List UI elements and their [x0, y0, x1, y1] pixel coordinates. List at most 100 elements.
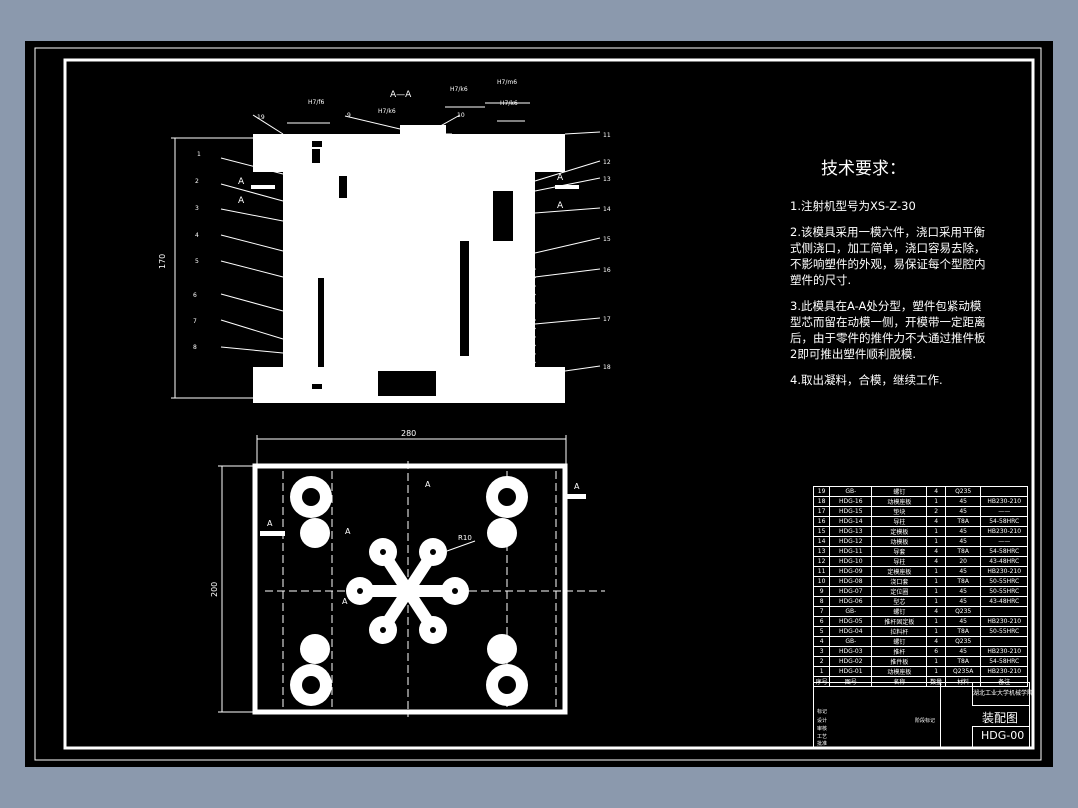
height-dimension-label: 170: [158, 254, 167, 269]
svg-text:4: 4: [195, 232, 199, 239]
plan-height-dimension-label: 200: [210, 582, 219, 597]
bom-cell: 螺钉: [871, 486, 928, 497]
bom-cell: 型芯: [871, 596, 928, 607]
bom-cell: [980, 606, 1028, 617]
bom-cell: 动模座板: [871, 666, 928, 677]
bom-cell: 4: [926, 556, 946, 567]
section-mark: A: [238, 177, 245, 187]
bom-cell: 50-55HRC: [980, 626, 1028, 637]
bom-cell: T8A: [944, 656, 982, 667]
bom-cell: Q235A: [944, 666, 982, 677]
bom-cell: T8A: [944, 576, 982, 587]
svg-text:A: A: [342, 597, 348, 606]
bom-cell: HDG-02: [829, 656, 873, 667]
bom-cell: 导柱: [871, 516, 928, 527]
svg-text:2: 2: [195, 178, 199, 185]
bom-cell: 6: [926, 646, 946, 657]
bom-cell: HDG-16: [829, 496, 873, 507]
requirement-item: 4.取出凝料，合模，继续工作.: [790, 373, 943, 387]
bom-cell: 1: [926, 666, 946, 677]
svg-text:6: 6: [193, 292, 197, 299]
bom-cell: 4: [812, 636, 831, 647]
svg-text:9: 9: [347, 112, 351, 119]
bom-cell: 推杆: [871, 646, 928, 657]
bom-cell: 13: [812, 546, 831, 557]
bom-cell: 11: [812, 566, 831, 577]
svg-text:1: 1: [197, 151, 201, 158]
bom-cell: 6: [812, 616, 831, 627]
bom-cell: HDG-04: [829, 626, 873, 637]
bom-cell: 8: [812, 596, 831, 607]
bom-cell: 14: [812, 536, 831, 547]
bom-cell: 浇口套: [871, 576, 928, 587]
section-mark: A: [557, 173, 564, 183]
bom-cell: 45: [944, 536, 982, 547]
school-name: 湖北工业大学机械学院: [973, 690, 1034, 697]
bom-cell: HB230-210: [980, 646, 1028, 657]
bom-cell: 20: [944, 556, 982, 567]
bom-cell: 定位圈: [871, 586, 928, 597]
svg-text:5: 5: [195, 258, 199, 265]
svg-text:17: 17: [603, 316, 611, 323]
bom-cell: HDG-11: [829, 546, 873, 557]
bom-cell: 拉料杆: [871, 626, 928, 637]
bom-cell: 1: [926, 626, 946, 637]
svg-text:A: A: [345, 527, 351, 536]
bom-cell: HB230-210: [980, 526, 1028, 537]
cad-drawing-canvas[interactable]: 170 A—A H7/f6 H7/k6 H7/k6 H7/m6 H7/k6 A …: [25, 41, 1053, 767]
requirements-title: 技术要求：: [821, 159, 906, 179]
bom-cell: 17: [812, 506, 831, 517]
drawing-svg: 170 A—A H7/f6 H7/k6 H7/k6 H7/m6 H7/k6 A …: [34, 47, 1042, 761]
bom-cell: HDG-08: [829, 576, 873, 587]
requirement-item: 2.该模具采用一模六件，浇口采用平衡式侧浇口，加工简单，浇口容易去除，不影响塑件…: [790, 225, 986, 287]
bom-cell: ——: [980, 536, 1028, 547]
bom-cell: 螺钉: [871, 606, 928, 617]
bom-cell: 45: [944, 616, 982, 627]
bom-cell: 10: [812, 576, 831, 587]
fit-label: H7/f6: [308, 99, 324, 106]
bom-cell: 2: [926, 506, 946, 517]
svg-text:11: 11: [603, 132, 611, 139]
bom-cell: 7: [812, 606, 831, 617]
bom-cell: 50-55HRC: [980, 576, 1028, 587]
bom-cell: T8A: [944, 516, 982, 527]
bom-cell: 1: [926, 616, 946, 627]
width-dimension-label: 280: [401, 429, 416, 438]
bom-cell: 15: [812, 526, 831, 537]
bom-cell: HDG-01: [829, 666, 873, 677]
svg-text:16: 16: [603, 267, 611, 274]
section-mark: A: [238, 196, 245, 206]
bom-cell: HDG-09: [829, 566, 873, 577]
section-mark: A: [557, 201, 564, 211]
svg-text:A: A: [425, 480, 431, 489]
bom-cell: HB230-210: [980, 666, 1028, 677]
bom-cell: Q235: [944, 636, 982, 647]
bom-cell: 18: [812, 496, 831, 507]
bom-cell: 4: [926, 606, 946, 617]
bom-cell: [980, 636, 1028, 647]
bom-cell: 45: [944, 566, 982, 577]
bom-cell: 推件板: [871, 656, 928, 667]
bom-cell: 定模板: [871, 526, 928, 537]
bom-cell: HDG-05: [829, 616, 873, 627]
bom-cell: HDG-13: [829, 526, 873, 537]
svg-text:A: A: [574, 482, 580, 491]
svg-text:7: 7: [193, 318, 197, 325]
radius-label: R10: [458, 534, 472, 542]
plan-view: 280 200: [210, 429, 605, 717]
bom-cell: GB-: [829, 486, 873, 497]
bom-cell: GB-: [829, 606, 873, 617]
fit-label: H7/m6: [497, 79, 517, 86]
bom-cell: 4: [926, 486, 946, 497]
bom-cell: 1: [926, 496, 946, 507]
bom-cell: 19: [812, 486, 831, 497]
svg-text:A: A: [267, 519, 273, 528]
